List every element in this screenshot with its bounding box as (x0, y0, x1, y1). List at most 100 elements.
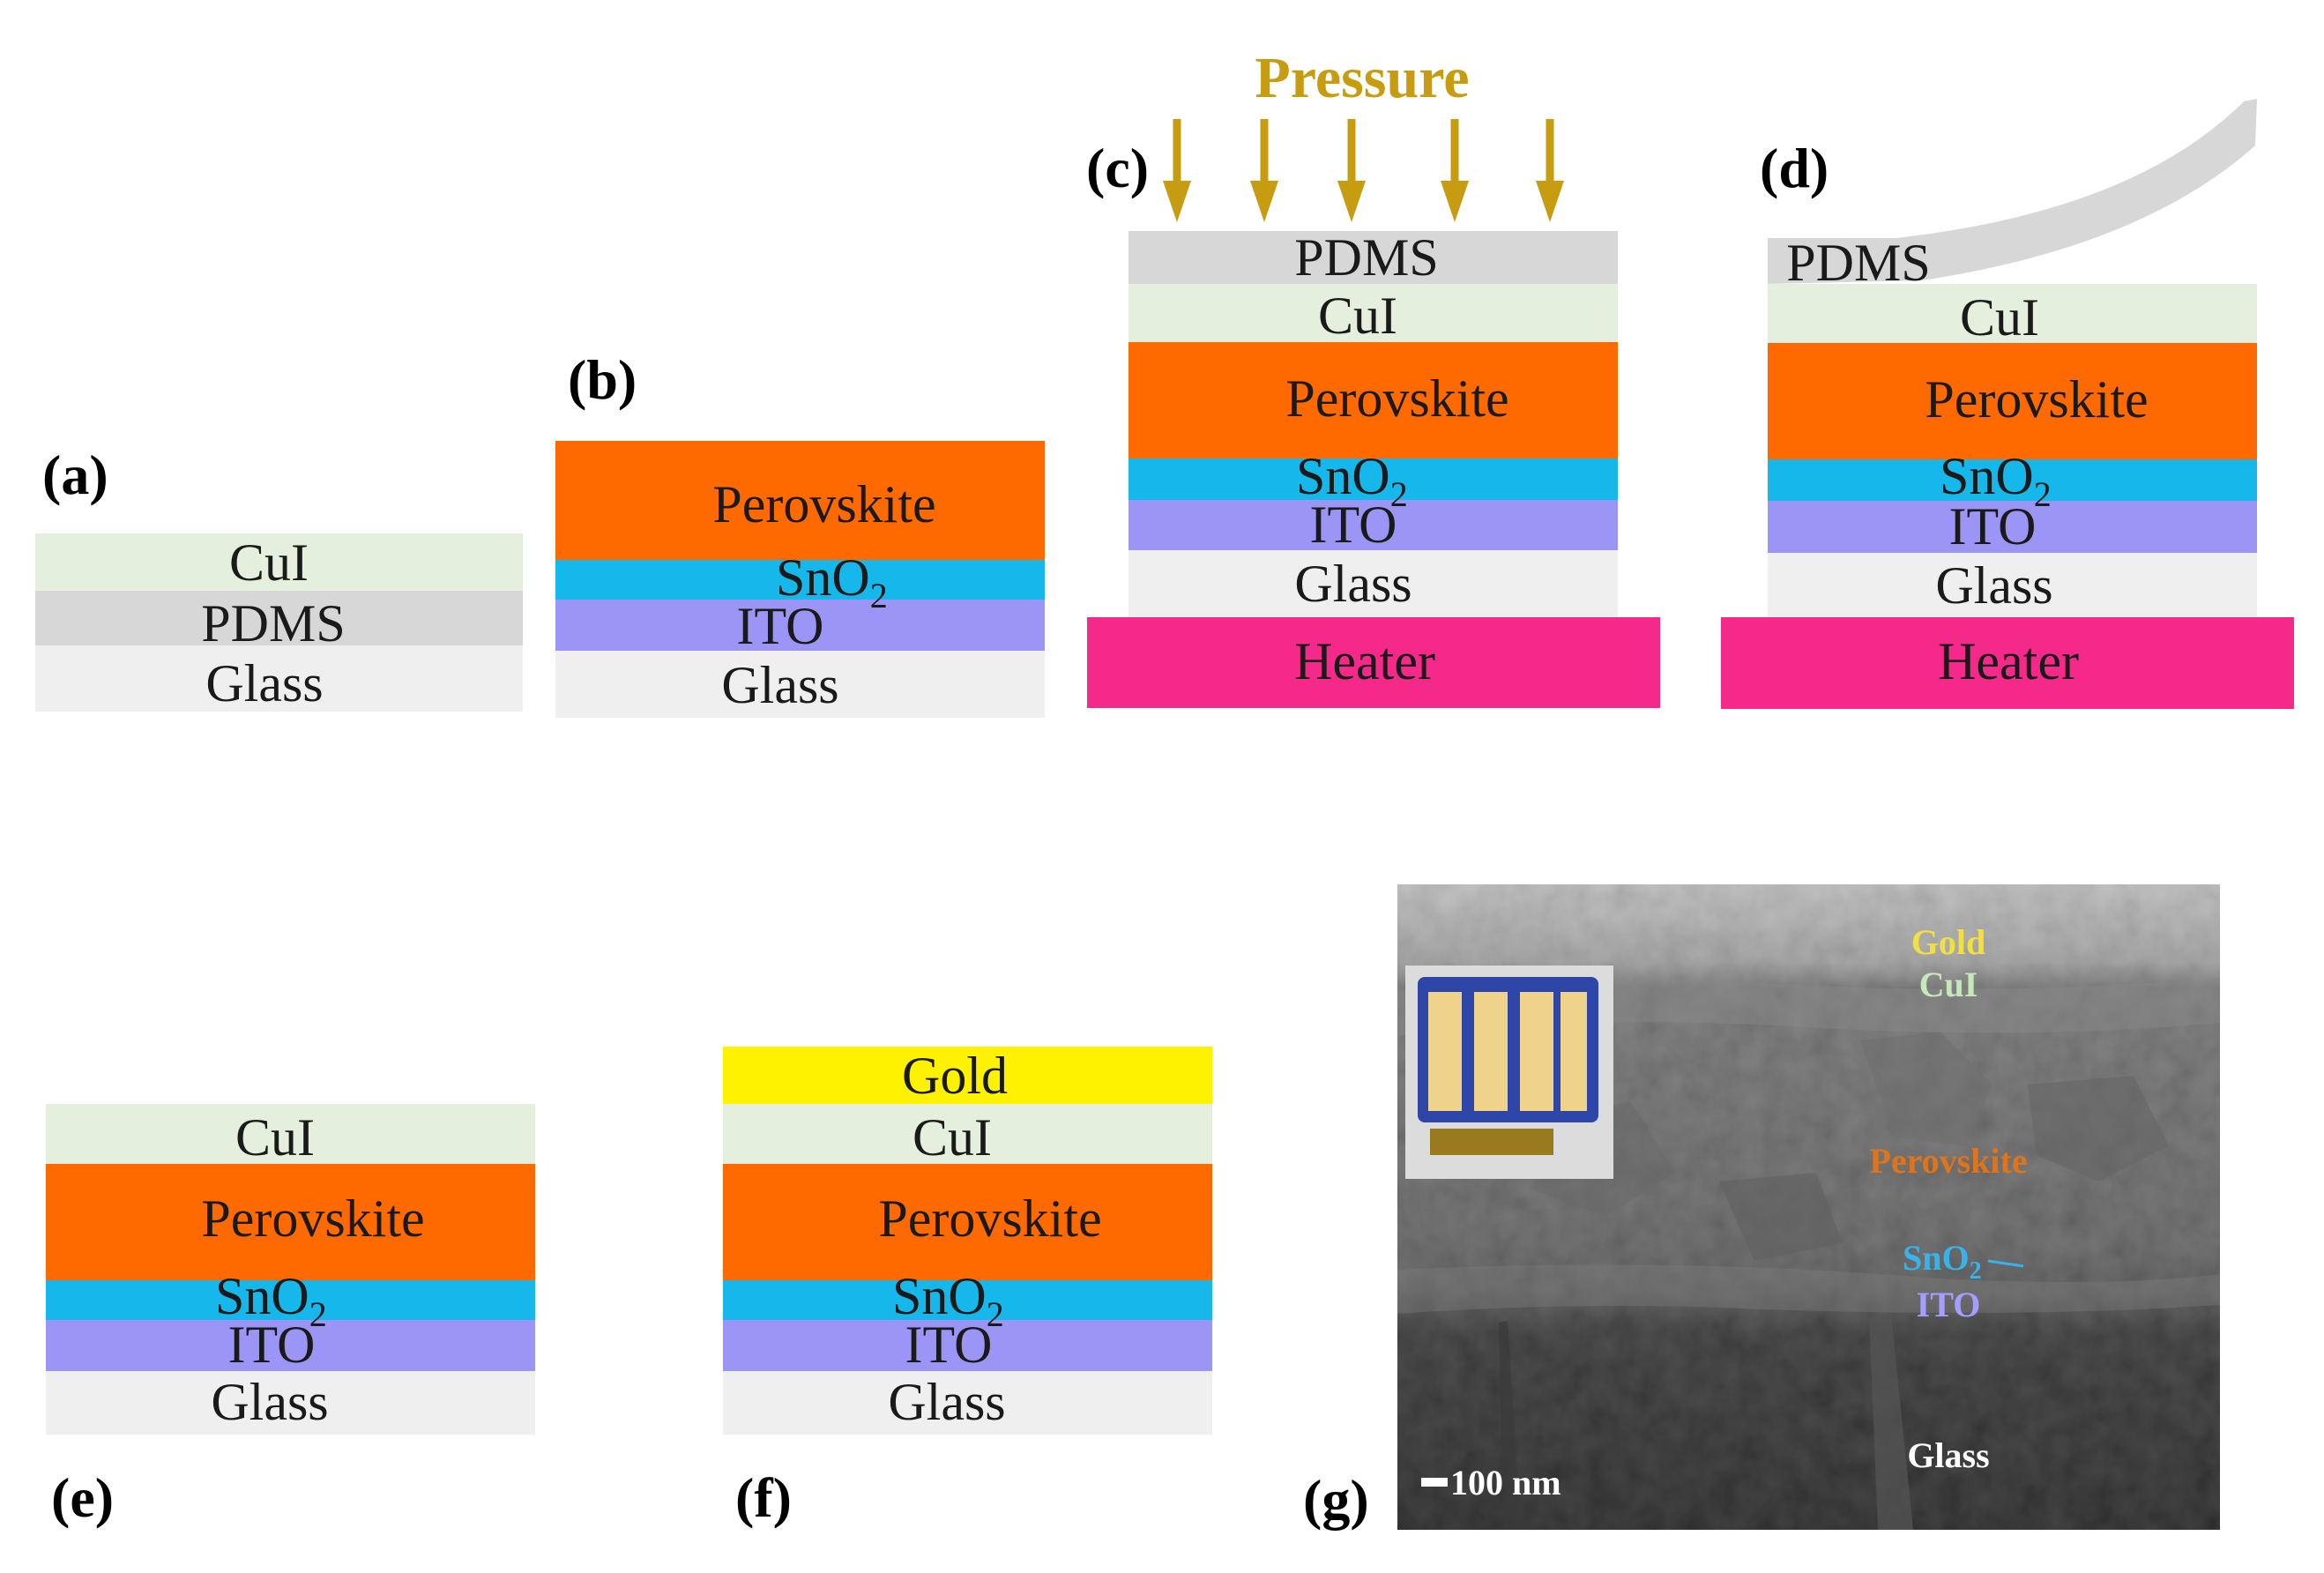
d-cui-label: CuI (1960, 288, 2039, 347)
f-perovskite-label: Perovskite (878, 1189, 1101, 1248)
f-sno2-label: SnO2 (892, 1267, 1004, 1334)
f-sno2-layer (723, 1280, 1212, 1320)
c-glass-label: Glass (1294, 555, 1412, 613)
sem-ito-label: ITO (1917, 1285, 1981, 1324)
d-glass-layer (1768, 553, 2257, 617)
f-cui-label: CuI (912, 1108, 992, 1167)
sem-sno2-pointer (1987, 1259, 2024, 1268)
panel-b-label: (b) (568, 348, 637, 411)
b-ito-layer (555, 600, 1045, 651)
c-sno2-base: SnO (1296, 447, 1390, 505)
d-perovskite-layer (1768, 343, 2257, 459)
c-cui-layer (1128, 284, 1618, 342)
inset-bottom-contact (1430, 1129, 1553, 1155)
pressure-arrow (1250, 119, 1278, 222)
panel-g-label: (g) (1303, 1468, 1369, 1531)
panel-e: CuI Perovskite SnO2 ITO Glass (e) (46, 1104, 535, 1529)
sem-glass-label: Glass (1907, 1435, 1989, 1475)
pressure-arrow (1163, 119, 1191, 222)
c-sno2-layer (1128, 458, 1618, 500)
scale-bar-label: 100 nm (1450, 1463, 1561, 1502)
d-ito-layer (1768, 501, 2257, 553)
e-glass-layer (46, 1371, 535, 1435)
f-sno2-base: SnO (892, 1267, 987, 1325)
c-perovskite-label: Perovskite (1285, 369, 1508, 428)
d-sno2-base: SnO (1940, 447, 2034, 505)
d-glass-label: Glass (1935, 556, 2052, 615)
f-cui-layer (723, 1104, 1212, 1164)
e-cui-label: CuI (235, 1108, 315, 1167)
c-sno2-subscript: 2 (1390, 474, 1408, 514)
b-sno2-label: SnO2 (776, 548, 888, 615)
f-glass-label: Glass (888, 1373, 1005, 1431)
d-sno2-label: SnO2 (1940, 447, 2052, 514)
f-glass-layer (723, 1371, 1212, 1435)
panel-d-label: (d) (1760, 137, 1829, 199)
panel-g: (g) Gold CuI (1303, 884, 2220, 1531)
panel-c-label: (c) (1086, 137, 1149, 199)
e-perovskite-label: Perovskite (201, 1189, 424, 1248)
b-glass-layer (555, 651, 1045, 718)
device-photo-inset (1405, 965, 1613, 1179)
panel-a-label: (a) (42, 444, 108, 506)
sem-sno2-label: SnO2 (1903, 1238, 1982, 1285)
pressure-arrow (1337, 119, 1366, 222)
pressure-arrows (1163, 119, 1564, 222)
c-heater-layer (1087, 617, 1660, 708)
b-ito-label: ITO (737, 597, 824, 655)
pressure-arrow-head (1337, 181, 1366, 222)
a-pdms-label: PDMS (201, 594, 345, 652)
b-sno2-base: SnO (776, 548, 870, 607)
panel-f: Gold CuI Perovskite SnO2 ITO Glass (f) (723, 1047, 1212, 1529)
a-pdms-layer (35, 591, 523, 645)
panel-d: (d) PDMS CuI Perovskite SnO2 ITO Glass H… (1721, 99, 2294, 709)
e-sno2-layer (46, 1280, 535, 1320)
e-sno2-label: SnO2 (215, 1267, 327, 1334)
c-cui-label: CuI (1318, 287, 1397, 345)
sem-grain (1860, 1032, 1993, 1146)
inset-electrode (1474, 992, 1508, 1111)
f-perovskite-layer (723, 1164, 1212, 1280)
pressure-arrow (1441, 119, 1469, 222)
panel-e-label: (e) (51, 1466, 114, 1529)
inset-electrode (1561, 992, 1587, 1111)
b-perovskite-layer (555, 441, 1045, 560)
d-ito-label: ITO (1949, 497, 2037, 555)
d-heater-label: Heater (1938, 632, 2079, 690)
sem-sno2-subscript: 2 (1970, 1257, 1982, 1285)
a-glass-layer (35, 645, 523, 712)
b-sno2-subscript: 2 (870, 576, 888, 615)
f-sno2-subscript: 2 (987, 1294, 1004, 1334)
f-ito-layer (723, 1320, 1212, 1371)
c-pdms-label: PDMS (1294, 228, 1438, 287)
sem-gold-label: Gold (1911, 922, 1985, 962)
f-gold-label: Gold (902, 1047, 1008, 1105)
pressure-label: Pressure (1255, 46, 1469, 110)
e-cui-layer (46, 1104, 535, 1164)
e-ito-label: ITO (228, 1316, 316, 1374)
a-cui-layer (35, 533, 523, 591)
e-perovskite-layer (46, 1164, 535, 1280)
sem-fracture-line (1499, 1321, 1521, 1530)
c-glass-layer (1128, 550, 1618, 617)
e-glass-label: Glass (211, 1373, 328, 1431)
c-perovskite-layer (1128, 342, 1618, 458)
d-pdms-label: PDMS (1786, 234, 1930, 292)
f-ito-label: ITO (905, 1316, 993, 1374)
sem-cui-label: CuI (1919, 965, 1978, 1004)
pressure-arrow (1536, 119, 1564, 222)
b-glass-label: Glass (721, 656, 838, 714)
d-perovskite-label: Perovskite (1925, 370, 2148, 429)
d-sno2-subscript: 2 (2034, 474, 2052, 514)
b-sno2-layer (555, 560, 1045, 600)
inset-electrode (1428, 992, 1462, 1111)
pressure-arrow-head (1163, 181, 1191, 222)
a-glass-label: Glass (205, 654, 323, 712)
inset-electrode (1520, 992, 1553, 1111)
panel-a: (a) CuI PDMS Glass (35, 444, 523, 712)
sem-image: Gold CuI Perovskite SnO2 ITO Glass 100 n… (1397, 884, 2220, 1530)
sem-fracture-line (1869, 1314, 1913, 1530)
sem-grain (2028, 1076, 2169, 1182)
